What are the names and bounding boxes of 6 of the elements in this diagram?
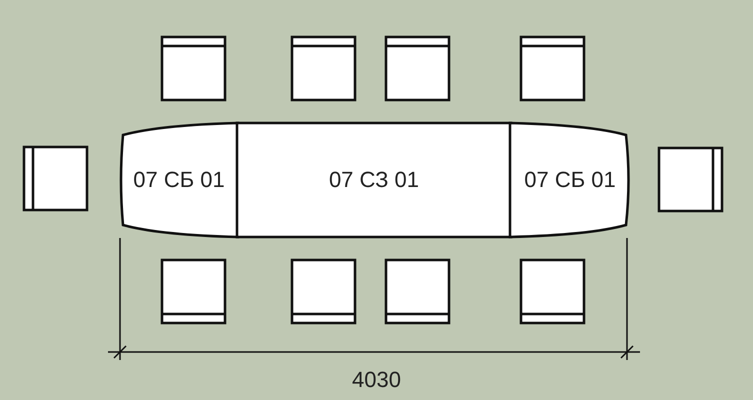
table-label: 07 СБ 01 [524, 167, 616, 193]
dimension-label: 4030 [352, 367, 401, 393]
table-section [120, 122, 238, 238]
table-label: 07 СЗ 01 [328, 167, 420, 193]
table-section [510, 122, 630, 238]
table-label: 07 СБ 01 [133, 167, 225, 193]
